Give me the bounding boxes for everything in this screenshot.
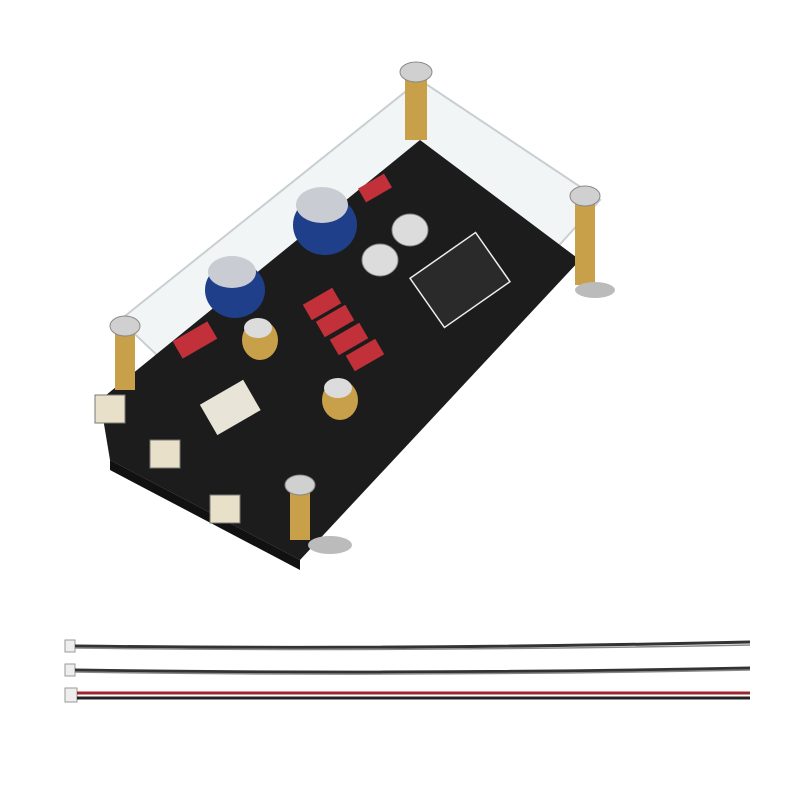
terminal-connectors: [94, 394, 241, 524]
pcb-edge: [110, 460, 300, 570]
resistor-arrays: [172, 173, 392, 372]
capacitors: [205, 187, 429, 420]
cables: [64, 639, 751, 703]
bluetooth-module: [408, 231, 512, 329]
relay: [199, 379, 261, 436]
standoffs: [109, 61, 615, 554]
